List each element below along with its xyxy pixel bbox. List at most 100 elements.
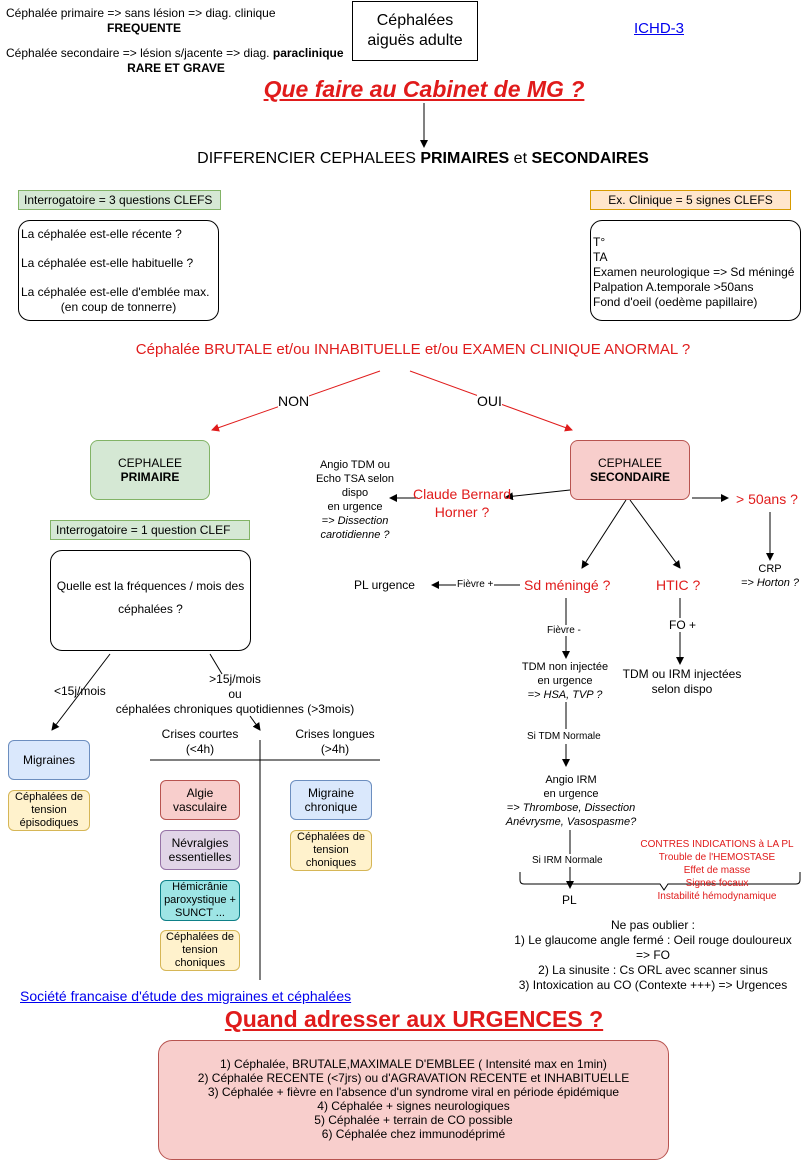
crises-courtes-label: Crises courtes (<4h): [150, 727, 250, 757]
secondary-definition: Céphalée secondaire => lésion s/jacente …: [6, 46, 351, 61]
claude-bernard-line2: Horner ?: [434, 504, 490, 520]
interrogatoire-tag: Interrogatoire = 3 questions CLEFS: [18, 190, 221, 210]
secondary-line-prefix: Céphalée secondaire => lésion s/jacente …: [6, 46, 273, 60]
ichd-link[interactable]: ICHD-3: [634, 20, 685, 37]
primary-frequency: FREQUENTE: [106, 21, 181, 35]
exam-item-ta: TA: [593, 250, 608, 264]
si-irm-normale-label: Si IRM Normale: [531, 854, 604, 867]
exam-item-fond-oeil: Fond d'oeil (oedème papillaire): [593, 295, 758, 309]
ne-pas-oublier-co: 3) Intoxication au CO (Contexte +++) => …: [518, 978, 788, 992]
migraines-box: Migraines: [8, 740, 90, 780]
tdm-non-injectee-label: TDM non injectée en urgence => HSA, TVP …: [500, 660, 630, 702]
tension-choniques-left-box: Céphalées de tension choniques: [160, 930, 240, 971]
angio-irm-l1: Angio IRM: [545, 774, 597, 786]
exam-tag: Ex. Clinique = 5 signes CLEFS: [590, 190, 791, 210]
ne-pas-oublier-sinusite: 2) La sinusite : Cs ORL avec scanner sin…: [538, 963, 768, 977]
secondary-node-line2: SECONDAIRE: [589, 470, 670, 484]
question-emblee: La céphalée est-elle d'emblée max.: [21, 285, 210, 299]
gt50-label: > 50ans ?: [736, 491, 798, 507]
tdm-non-injectee-l1: TDM non injectée: [521, 661, 609, 673]
tension-episodiques-box: Céphalées de tension épisodiques: [8, 790, 90, 831]
algie-vasculaire-box: Algie vasculaire: [160, 780, 240, 820]
horton-text: => Horton ?: [740, 577, 800, 589]
tension-choniques-right-box: Céphalées de tension choniques: [290, 830, 372, 871]
question-recent: La céphalée est-elle récente ?: [21, 227, 182, 241]
claude-bernard-label: Claude Bernard Horner ?: [406, 485, 518, 521]
secondary-node: CEPHALEE SECONDAIRE: [570, 440, 690, 500]
urgences-item-6: 6) Céphalée chez immunodéprimé: [321, 1127, 506, 1141]
nevralgies-box: Névralgies essentielles: [160, 830, 240, 870]
urgences-title: Quand adresser aux URGENCES ?: [224, 1006, 604, 1032]
angio-tdm-l5: => Dissection: [321, 515, 389, 527]
secondary-node-line1: CEPHALEE: [597, 456, 663, 470]
primary-line: Céphalée primaire => sans lésion => diag…: [6, 6, 276, 20]
gt15-line3: céphalées chroniques quotidiennes (>3moi…: [115, 702, 355, 716]
branch-no-label: NON: [278, 393, 310, 409]
contre-indications-title: CONTRES INDICATIONS à LA PL: [640, 839, 794, 850]
decision-question: Céphalée BRUTALE et/ou INHABITUELLE et/o…: [135, 341, 691, 358]
tdm-non-injectee-l2: en urgence: [537, 675, 593, 687]
urgences-item-1: 1) Céphalée, BRUTALE,MAXIMALE D'EMBLEE (…: [220, 1057, 607, 1071]
contre-indication-hemostase: Trouble de l'HEMOSTASE: [658, 852, 776, 863]
ne-pas-oublier-fo: => FO: [635, 948, 670, 962]
angio-tdm-l3: dispo: [341, 487, 369, 499]
exam-item-temp: T°: [593, 235, 606, 249]
gt15-line2: ou: [228, 687, 242, 701]
pl-label: PL: [562, 893, 577, 907]
frequency-question-box: Quelle est la fréquences / mois des céph…: [50, 550, 251, 651]
primary-node-line2: PRIMAIRE: [120, 470, 180, 484]
exam-item-neuro: Examen neurologique => Sd méningé: [593, 265, 795, 279]
branch-yes-label: OUI: [477, 393, 502, 409]
fo-plus-label: FO +: [668, 618, 698, 632]
migraine-chronique-box: Migraine chronique: [290, 780, 372, 820]
secondary-rare: RARE ET GRAVE: [127, 61, 225, 75]
questions-box: La céphalée est-elle récente ? La céphal…: [18, 220, 219, 321]
angio-tdm-l4: en urgence: [327, 501, 383, 513]
sd-meninge-label: Sd méningé ?: [524, 577, 611, 593]
urgences-box: 1) Céphalée, BRUTALE,MAXIMALE D'EMBLEE (…: [158, 1040, 669, 1160]
angio-tdm-l6: carotidienne ?: [320, 529, 390, 541]
contre-indication-focaux: Signes focaux: [685, 878, 749, 889]
title-box-line2: aiguës adulte: [367, 32, 463, 49]
tdm-non-injectee-l3: => HSA, TVP ?: [527, 689, 603, 701]
urgences-item-3: 3) Céphalée + fièvre en l'absence d'un s…: [207, 1085, 620, 1099]
title-box: Céphalées aiguës adulte: [352, 1, 478, 61]
angio-tdm-l1: Angio TDM ou: [319, 459, 391, 471]
primary-definition: Céphalée primaire => sans lésion => diag…: [6, 6, 306, 21]
contre-indication-masse: Effet de masse: [683, 865, 751, 876]
angio-irm-label: Angio IRM en urgence => Thrombose, Disse…: [486, 773, 656, 829]
frequency-question-line2: céphalées ?: [118, 602, 183, 616]
fievre-plus-label: Fièvre +: [456, 579, 495, 590]
contre-indications-list: CONTRES INDICATIONS à LA PL Trouble de l…: [628, 838, 806, 903]
urgences-item-4: 4) Céphalée + signes neurologiques: [317, 1099, 510, 1113]
crp-text: CRP: [758, 563, 782, 575]
contre-indication-hemodynamique: Instabilité hémodynamique: [657, 891, 777, 902]
pl-urgence-label: PL urgence: [354, 578, 415, 592]
hemicranie-box: Hémicrânie paroxystique + SUNCT ...: [160, 880, 240, 921]
exam-box: T° TA Examen neurologique => Sd méningé …: [590, 220, 801, 321]
question-tonnerre: (en coup de tonnerre): [60, 300, 177, 314]
crises-courtes-line2: (<4h): [185, 742, 215, 756]
tdm-irm-injectees-l1: TDM ou IRM injectées: [622, 667, 742, 681]
ne-pas-oublier-list: Ne pas oublier : 1) Le glaucome angle fe…: [508, 918, 798, 993]
crp-horton-label: CRP => Horton ?: [735, 562, 805, 590]
crises-longues-line2: (>4h): [320, 742, 350, 756]
tdm-irm-injectees-l2: selon dispo: [651, 682, 713, 696]
frequency-question-line1: Quelle est la fréquences / mois des: [56, 579, 245, 593]
main-title: Que faire au Cabinet de MG ?: [263, 76, 585, 102]
societe-link[interactable]: Société francaise d'étude des migraines …: [20, 988, 352, 1004]
fievre-minus-label: Fièvre -: [546, 625, 582, 636]
crises-longues-label: Crises longues (>4h): [285, 727, 385, 757]
urgences-item-5: 5) Céphalée + terrain de CO possible: [314, 1113, 513, 1127]
crises-courtes-line1: Crises courtes: [161, 727, 239, 741]
primary-node: CEPHALEE PRIMAIRE: [90, 440, 210, 500]
htic-label: HTIC ?: [656, 577, 701, 593]
exam-item-palpation: Palpation A.temporale >50ans: [593, 280, 754, 294]
gt15-line1: >15j/mois: [209, 672, 261, 686]
angio-tdm-l2: Echo TSA selon: [315, 473, 395, 485]
si-tdm-normale-label: Si TDM Normale: [526, 729, 602, 744]
differencier-et: et: [509, 150, 532, 167]
differencier-secondaires: SECONDAIRES: [531, 150, 649, 167]
claude-bernard-line1: Claude Bernard: [412, 486, 512, 502]
ne-pas-oublier-title: Ne pas oublier :: [610, 918, 696, 932]
